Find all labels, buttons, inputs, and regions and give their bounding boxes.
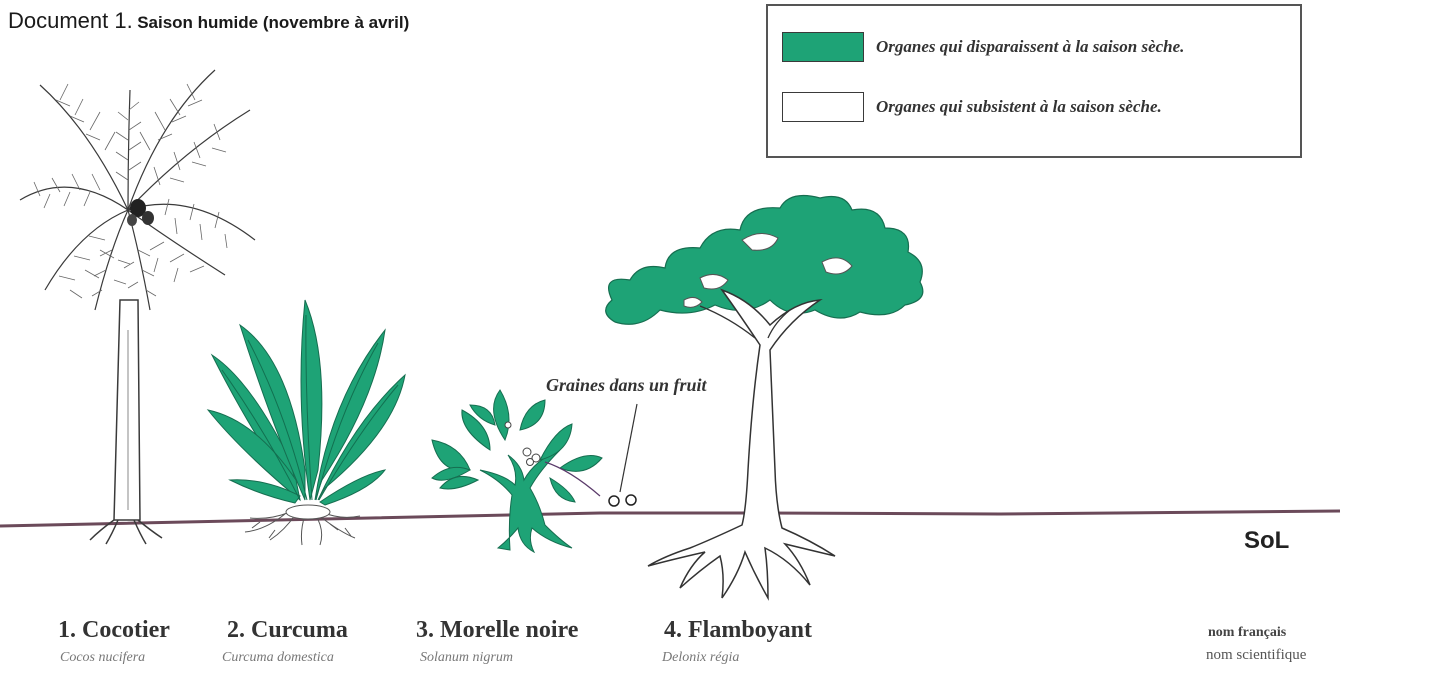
plant-label-cocotier: 1. Cocotier — [58, 617, 170, 643]
plant-label-flamboyant: 4. Flamboyant — [664, 617, 812, 643]
plant-sci-flamboyant: Delonix régia — [661, 650, 739, 665]
flamboyant-drawing — [606, 196, 923, 598]
plant-sci-curcuma: Curcuma domestica — [222, 650, 334, 665]
morelle-drawing — [432, 390, 602, 552]
plant-label-curcuma: 2. Curcuma — [227, 617, 348, 643]
cocotier-drawing — [20, 70, 255, 544]
plant-sci-cocotier: Cocos nucifera — [60, 650, 145, 665]
key-scientific-name: nom scientifique — [1206, 647, 1307, 663]
seeds-callout: Graines dans un fruit — [546, 375, 708, 506]
plant-sci-morelle: Solanum nigrum — [420, 650, 513, 665]
plant-label-morelle: 3. Morelle noire — [416, 617, 579, 643]
curcuma-drawing — [208, 300, 405, 545]
key-french-name: nom français — [1208, 625, 1287, 640]
seeds-label: Graines dans un fruit — [546, 375, 708, 395]
soil-label: SoL — [1244, 527, 1289, 554]
ground-line — [0, 511, 1340, 526]
